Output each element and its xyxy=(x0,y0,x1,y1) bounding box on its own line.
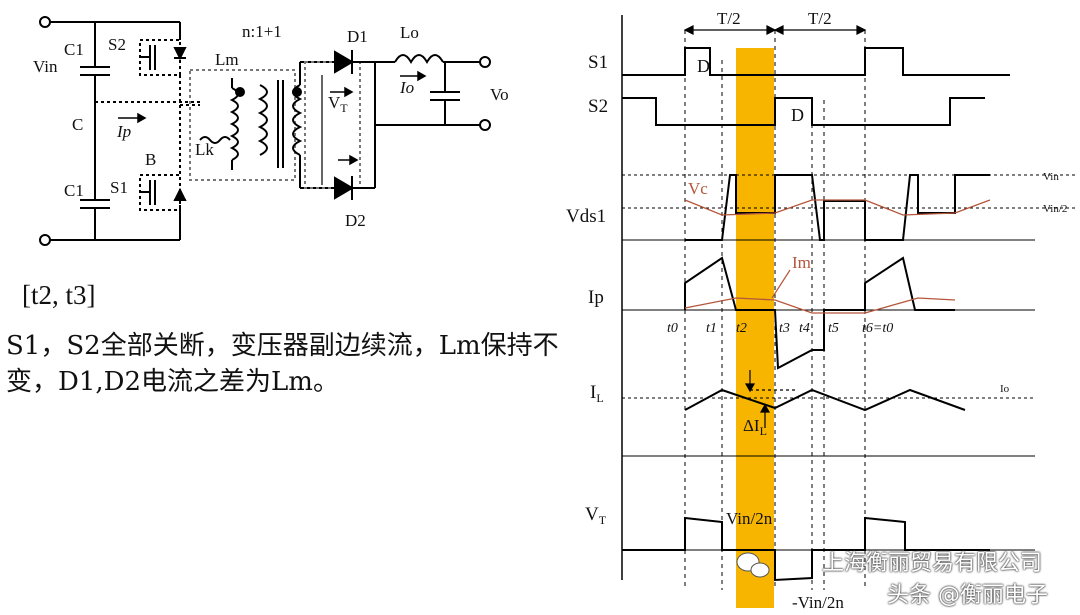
im-waveform xyxy=(684,297,956,314)
watermark-source: 头条 @衡丽电子 xyxy=(887,583,1048,608)
im-label: Im xyxy=(792,253,811,272)
time-label-t0: t0 xyxy=(667,321,678,336)
circuit-label-d1: D1 xyxy=(347,27,368,46)
circuit-label-lo: Lo xyxy=(400,23,419,42)
time-label-t4: t4 xyxy=(799,321,810,336)
io-reference-label: Io xyxy=(1000,383,1010,395)
time-label-t6: t6=t0 xyxy=(862,321,893,336)
circuit-label-vin: Vin xyxy=(33,57,58,76)
time-label-t1: t1 xyxy=(706,321,717,336)
circuit-label-ratio: n:1+1 xyxy=(242,22,282,41)
vds1-waveform xyxy=(685,174,990,241)
circuit-label-d2: D2 xyxy=(345,211,366,230)
vin-half-reference-label: Vin/2 xyxy=(1043,203,1067,215)
s1-waveform xyxy=(622,47,1010,76)
circuit-label-s2: S2 xyxy=(108,35,126,54)
timing-label-vt: VT xyxy=(585,504,607,527)
circuit-label-s1: S1 xyxy=(110,178,128,197)
time-label-t2: t2 xyxy=(736,321,747,336)
interval-label: [t2, t3] xyxy=(22,280,96,310)
neg-vin-2n-label: -Vin/2n xyxy=(792,593,844,612)
circuit-label-lk: Lk xyxy=(195,140,214,159)
circuit-current-arrows xyxy=(118,70,427,166)
vin-reference-label: Vin xyxy=(1043,171,1059,183)
timing-label-s1: S1 xyxy=(588,52,608,73)
circuit-label-lm: Lm xyxy=(215,50,239,69)
half-period-dimension xyxy=(683,25,867,35)
im-pointer xyxy=(771,269,791,299)
duty-label-s1: D xyxy=(697,56,710,76)
vc-waveform xyxy=(684,199,991,216)
circuit-label-c1-top: C1 xyxy=(64,40,84,59)
s2-waveform xyxy=(622,97,985,126)
duty-label-s2: D xyxy=(791,105,804,125)
circuit-label-c1-bottom: C1 xyxy=(64,181,84,200)
circuit-label-vo: Vo xyxy=(490,85,509,104)
time-instant-labels: t0 t1 t2 t3 t4 t5 t6=t0 xyxy=(667,321,893,336)
circuit-label-io: Io xyxy=(399,78,414,97)
ip-waveform xyxy=(684,256,955,370)
interval-description: S1，S2全部关断，变压器副边续流，Lm保持不变，D1,D2电流之差为Lm。 xyxy=(6,331,559,397)
circuit-label-ip: Ip xyxy=(116,122,131,141)
circuit-label-node-b: B xyxy=(145,150,156,169)
time-label-t3: t3 xyxy=(779,321,790,336)
vc-label: Vc xyxy=(688,179,708,198)
delta-il-label: ΔIL xyxy=(743,416,767,438)
timing-label-vds1: Vds1 xyxy=(566,206,606,227)
half-period-label-2: T/2 xyxy=(808,9,832,28)
watermark-company: 上海衡丽贸易有限公司 xyxy=(821,551,1042,576)
vt-waveform xyxy=(622,516,990,582)
il-waveform xyxy=(684,388,966,412)
timing-label-ip: Ip xyxy=(588,287,604,308)
half-period-label-1: T/2 xyxy=(717,9,741,28)
wechat-logo-icon xyxy=(736,552,770,578)
timing-label-il: IL xyxy=(590,382,604,405)
vin-2n-label: Vin/2n xyxy=(726,509,773,528)
circuit-schematic xyxy=(39,16,491,246)
highlight-interval-t2-t3 xyxy=(736,48,774,608)
circuit-label-vt: VT xyxy=(328,93,348,115)
time-label-t5: t5 xyxy=(828,321,839,336)
circuit-label-node-c: C xyxy=(72,115,83,134)
delta-il-markers xyxy=(744,370,795,428)
timing-label-s2: S2 xyxy=(588,96,608,117)
